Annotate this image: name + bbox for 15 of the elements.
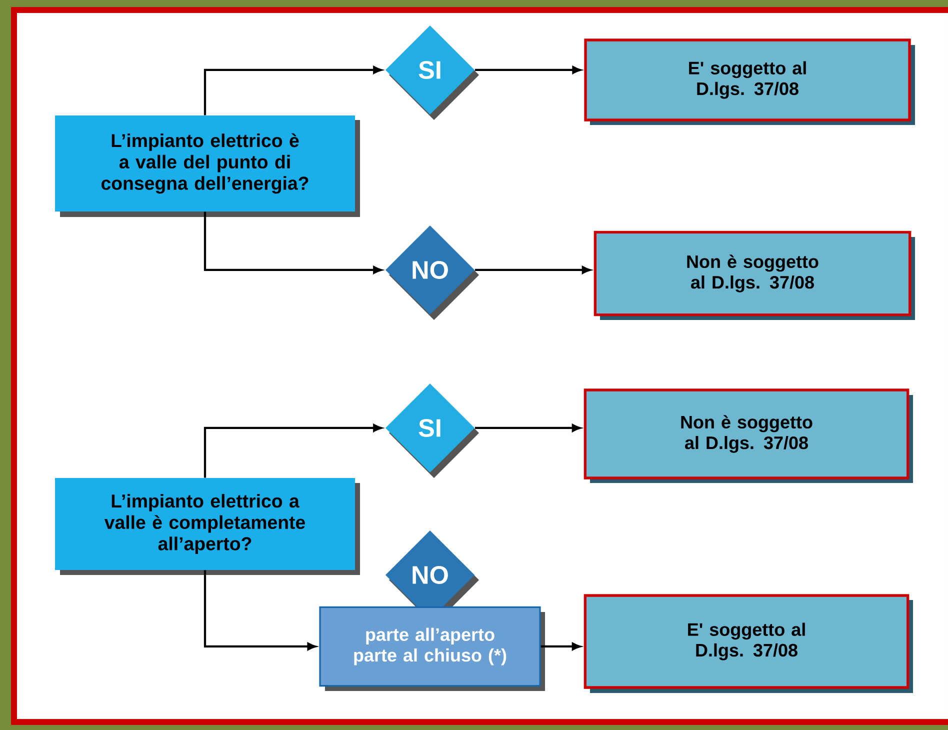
arrow bbox=[204, 66, 382, 116]
arrow bbox=[474, 266, 591, 274]
result-box: E' soggetto al D.lgs. 37/08 bbox=[584, 38, 915, 125]
question-box: L’impianto elettrico a valle è completamente all’aperto? bbox=[55, 478, 360, 575]
process-box: parte all’aperto parte al chiuso (*) bbox=[319, 606, 545, 691]
question-box: L’impianto elettrico è a valle del punto di consegna dell’energia? bbox=[55, 116, 360, 217]
result-box: E' soggetto al D.lgs. 37/08 bbox=[584, 594, 913, 693]
arrow bbox=[204, 570, 316, 650]
arrow bbox=[474, 424, 581, 432]
result-box: Non è soggetto al D.lgs. 37/08 bbox=[594, 230, 915, 320]
arrow bbox=[204, 424, 382, 478]
arrow bbox=[204, 212, 382, 274]
arrow bbox=[474, 66, 581, 74]
arrow bbox=[540, 642, 581, 650]
result-box: Non è soggetto al D.lgs. 37/08 bbox=[584, 388, 913, 483]
